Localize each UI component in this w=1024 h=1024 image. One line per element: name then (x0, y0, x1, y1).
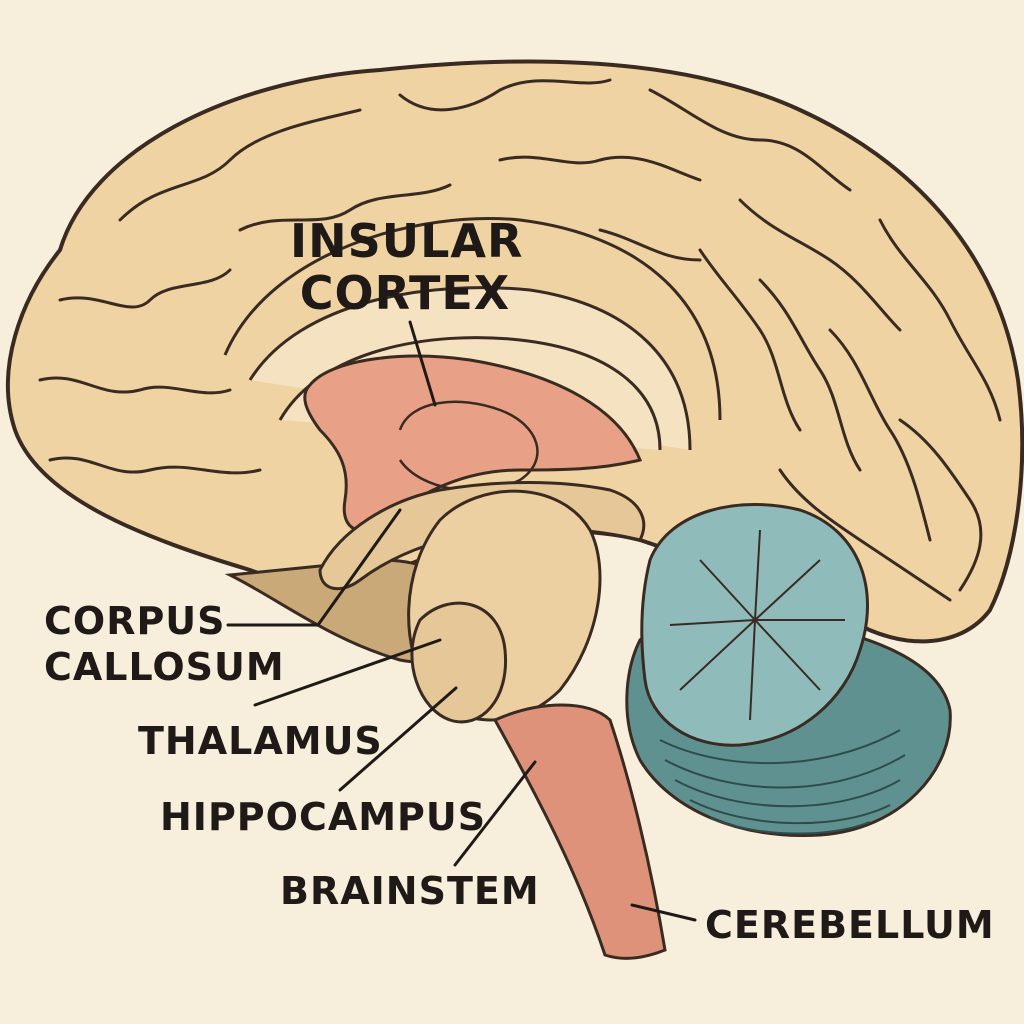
leader-corpus-callosum (226, 508, 402, 627)
label-brainstem: BRAINSTEM (280, 869, 540, 913)
label-thalamus: THALAMUS (138, 719, 383, 763)
brainstem-shape (492, 703, 667, 960)
leader-lines (226, 320, 697, 922)
leader-brainstem (453, 760, 537, 867)
gyri-folds (38, 78, 1002, 602)
cerebellum-arbor (669, 529, 845, 721)
label-cerebellum: CEREBELLUM (705, 903, 995, 947)
label-insular-cortex: INSULAR CORTEX (290, 214, 524, 320)
label-insular-cortex-line2: CORTEX (299, 266, 511, 320)
label-corpus-callosum-line1: CORPUS (44, 599, 226, 643)
leader-cerebellum (630, 903, 697, 922)
leader-hippocampus (338, 686, 458, 792)
label-insular-cortex-line1: INSULAR (290, 214, 524, 268)
cingulate-arc (223, 217, 722, 421)
label-corpus-callosum: CORPUS CALLOSUM (44, 602, 285, 686)
hippocampus-shape (410, 601, 508, 724)
insula-region (303, 354, 643, 532)
label-corpus-callosum-line2: CALLOSUM (44, 645, 285, 689)
leader-insular-cortex (408, 320, 437, 407)
leader-thalamus (253, 638, 442, 707)
cerebellum-folia (659, 729, 906, 835)
label-hippocampus: HIPPOCAMPUS (160, 795, 487, 839)
